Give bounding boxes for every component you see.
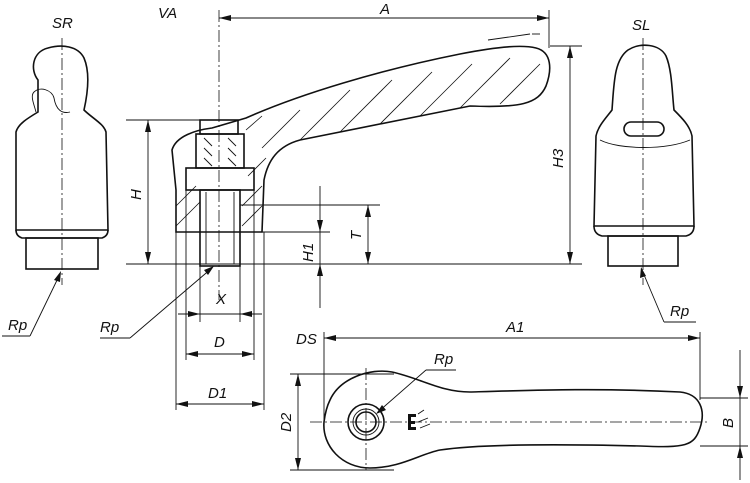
view-sl bbox=[593, 38, 695, 285]
label-b: B bbox=[720, 418, 737, 428]
label-a1: A1 bbox=[505, 319, 524, 336]
side-view-lever bbox=[171, 10, 551, 300]
label-sr: SR bbox=[52, 15, 73, 32]
label-h3: H3 bbox=[550, 148, 567, 168]
top-view-dimensions bbox=[290, 332, 748, 480]
label-x: X bbox=[215, 291, 227, 308]
label-rp-bottom: Rp bbox=[434, 351, 453, 368]
dimension-labels: SR VA A SL H H3 H1 T Rp Rp Rp X D D1 DS … bbox=[8, 1, 737, 432]
label-h: H bbox=[128, 189, 145, 200]
label-rp-right: Rp bbox=[670, 303, 689, 320]
label-rp-left: Rp bbox=[8, 317, 27, 334]
label-h1: H1 bbox=[300, 243, 317, 262]
label-d1: D1 bbox=[208, 385, 227, 402]
side-dimensions bbox=[100, 10, 582, 410]
logo-icon bbox=[408, 409, 431, 430]
label-t: T bbox=[348, 229, 365, 240]
label-a: A bbox=[379, 1, 390, 18]
label-va: VA bbox=[158, 5, 177, 22]
view-sr bbox=[15, 38, 109, 285]
label-d: D bbox=[214, 334, 225, 351]
rp-leaders bbox=[2, 267, 696, 337]
label-d2: D2 bbox=[278, 412, 295, 432]
label-sl: SL bbox=[632, 17, 650, 34]
label-rp-mid: Rp bbox=[100, 319, 119, 336]
top-view-lever bbox=[310, 368, 710, 470]
label-ds: DS bbox=[296, 331, 317, 348]
